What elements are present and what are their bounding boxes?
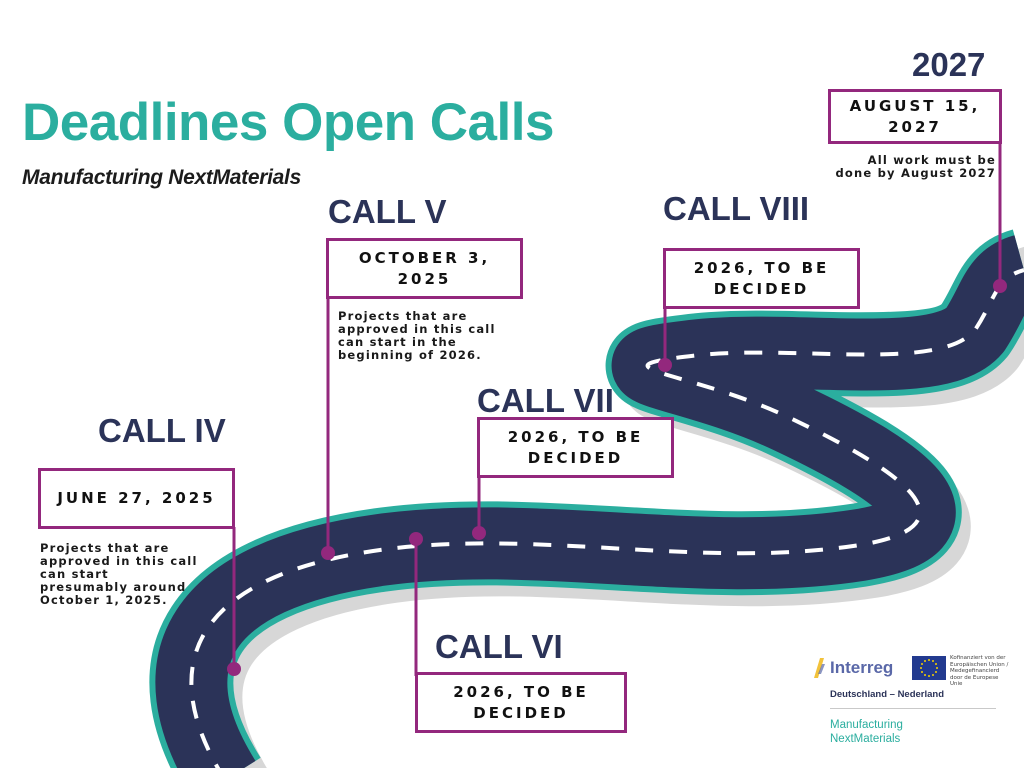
- call-v-label: CALL V: [328, 193, 447, 230]
- call-viii-label: CALL VIII: [663, 190, 810, 227]
- call-iv-date: JUNE 27, 2025: [57, 489, 216, 507]
- marker-call-vii: [472, 526, 486, 540]
- call-viii-date: 2026, TO BE DECIDED: [693, 258, 830, 298]
- call-vii-label: CALL VII: [477, 382, 614, 419]
- call-v-note: Projects that are approved in this call …: [338, 309, 496, 362]
- road-markers: [227, 279, 1007, 676]
- page-title: Deadlines Open Calls: [22, 93, 554, 152]
- end-year-label: 2027: [912, 46, 986, 83]
- call-viii-date-box: 2026, TO BE DECIDED: [663, 248, 860, 309]
- marker-call-vi: [409, 532, 423, 546]
- call-vii-date: 2026, TO BE DECIDED: [507, 427, 644, 467]
- road-center-line: [189, 268, 1024, 768]
- marker-call-viii: [658, 358, 672, 372]
- marker-call-iv: [227, 662, 241, 676]
- call-vi-date: 2026, TO BE DECIDED: [453, 682, 589, 722]
- final-date: AUGUST 15, 2027: [849, 96, 981, 136]
- project-name: Manufacturing NextMaterials: [830, 719, 903, 745]
- program-region: Deutschland – Nederland: [830, 689, 945, 700]
- marker-connectors: [232, 143, 1002, 676]
- final-note: All work must be done by August 2027: [835, 153, 996, 180]
- marker-final: [993, 279, 1007, 293]
- final-date-box: AUGUST 15, 2027: [828, 89, 1002, 144]
- marker-call-v: [321, 546, 335, 560]
- call-iv-note: Projects that are approved in this call …: [40, 541, 198, 607]
- call-vii-date-box: 2026, TO BE DECIDED: [477, 417, 674, 478]
- call-v-date: OCTOBER 3, 2025: [358, 248, 491, 288]
- page-subtitle: Manufacturing NextMaterials: [22, 166, 301, 189]
- eu-flag-icon: [912, 656, 946, 680]
- interreg-logo-icon: [814, 658, 825, 678]
- eu-cofunding-text: Kofinanziert von der Europäischen Union …: [950, 655, 1009, 687]
- call-vi-date-box: 2026, TO BE DECIDED: [415, 672, 627, 733]
- call-vi-label: CALL VI: [435, 628, 563, 665]
- interreg-wordmark: Interreg: [830, 658, 894, 677]
- logo-divider: [830, 708, 996, 709]
- call-v-date-box: OCTOBER 3, 2025: [326, 238, 523, 299]
- call-iv-label: CALL IV: [98, 412, 226, 449]
- call-iv-date-box: JUNE 27, 2025: [38, 468, 235, 529]
